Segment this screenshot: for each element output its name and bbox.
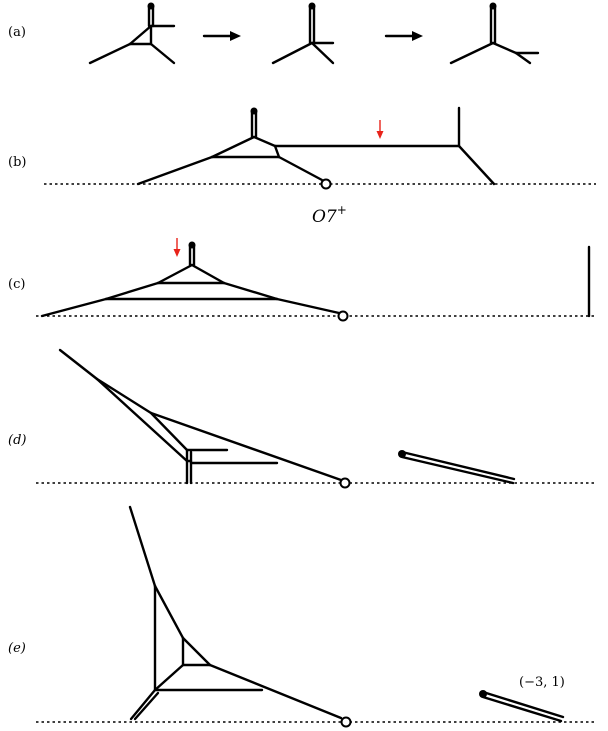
panel-b-label: (b) — [8, 155, 26, 170]
panel-b-web — [136, 106, 496, 190]
panel-a-web-1 — [88, 2, 176, 65]
panel-c-web — [40, 241, 591, 322]
panel-a-label: (a) — [8, 25, 26, 40]
panel-a-web-2 — [271, 2, 335, 65]
panel-d-web — [58, 348, 351, 489]
panel-b-o7-label: O7+ — [312, 203, 347, 227]
panel-a-arrow-1 — [202, 31, 241, 41]
panel-a-web-3 — [449, 2, 540, 65]
panel-c-red-arrow — [173, 238, 181, 257]
panel-d-label: (d) — [8, 433, 26, 448]
panel-b-red-arrow — [376, 120, 384, 139]
panel-e-coordinate-label: (−3, 1) — [519, 675, 565, 690]
panel-c-label: (c) — [8, 277, 25, 292]
panel-a-arrow-2 — [384, 31, 423, 41]
panel-e-web — [128, 505, 352, 728]
panel-d-detached-brane — [398, 450, 516, 485]
panel-e-label: (e) — [8, 641, 26, 656]
panel-e-detached-brane — [479, 690, 565, 723]
